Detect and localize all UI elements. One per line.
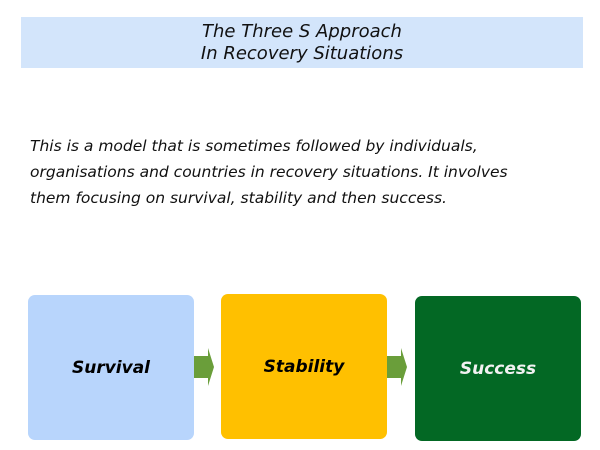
- description-line: organisations and countries in recovery …: [30, 163, 508, 181]
- stage-label: Success: [459, 358, 537, 379]
- description-line: This is a model that is sometimes follow…: [30, 137, 478, 155]
- stage-survival: Survival: [28, 295, 194, 440]
- stage-stability: Stability: [221, 294, 387, 439]
- stage-success: Success: [415, 296, 581, 441]
- stage-label: Survival: [71, 357, 151, 378]
- title-banner: The Three S Approach In Recovery Situati…: [21, 17, 583, 68]
- arrow-right-icon: [387, 348, 407, 386]
- stage-label: Stability: [263, 356, 345, 377]
- title-line-1: The Three S Approach: [202, 21, 402, 42]
- description-line: them focusing on survival, stability and…: [30, 189, 447, 207]
- arrow-right-icon: [194, 348, 214, 386]
- description-text: This is a model that is sometimes follow…: [30, 133, 590, 211]
- title-line-2: In Recovery Situations: [200, 43, 404, 64]
